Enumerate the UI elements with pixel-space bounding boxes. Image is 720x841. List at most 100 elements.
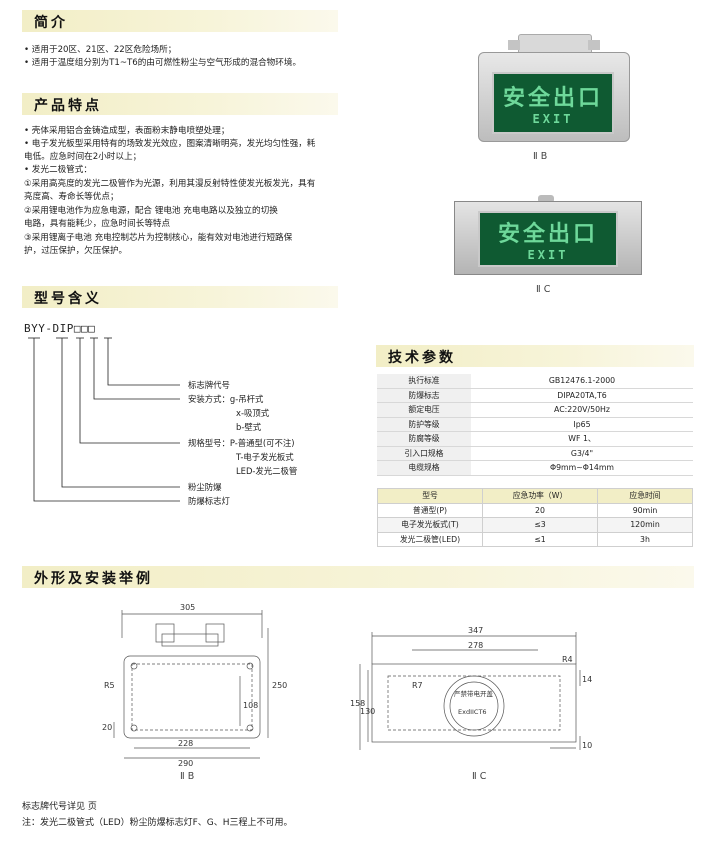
- footer-line-2: 注：发光二极管式（LED）粉尘防爆标志灯F、G、H三程上不可用。: [22, 818, 293, 828]
- model-label-dust: 粉尘防爆: [188, 482, 222, 492]
- section-spec-bar: 技术参数: [376, 345, 694, 367]
- spec-value: G3/4": [471, 446, 693, 461]
- spec-key: 防腐等级: [377, 431, 471, 447]
- model-code: BYY-DIP□□□: [24, 322, 96, 335]
- feature-line-4: • 发光二极管式：: [24, 165, 92, 175]
- drawing-caption-iib: Ⅱ B: [180, 771, 195, 782]
- spec-key: 防护等级: [377, 417, 471, 432]
- dim-b-228: 228: [178, 739, 193, 748]
- dim-b-r5: R5: [104, 681, 115, 690]
- dim-c-130: 130: [360, 707, 375, 716]
- intro-line-1: • 适用于20区、21区、22区危险场所；: [24, 45, 177, 55]
- power-cell: 20: [482, 502, 598, 518]
- dim-c-158: 158: [350, 699, 365, 708]
- spec-key: 电缆规格: [377, 460, 471, 476]
- dim-b-290: 290: [178, 759, 193, 768]
- dim-b-250: 250: [272, 681, 287, 690]
- feature-line-7: ②采用锂电池作为应急电源，配合 锂电池 充电电路以及独立的切换: [24, 206, 278, 216]
- drawing-caption-iic: Ⅱ C: [472, 771, 487, 782]
- power-table: 型号 应急功率（W） 应急时间 普通型(P) 20 90min 电子发光板式(T…: [377, 488, 693, 547]
- power-header-power: 应急功率（W）: [482, 488, 598, 504]
- lamp-iic-sign-en: EXIT: [527, 248, 569, 262]
- power-cell: 发光二极管(LED): [377, 531, 483, 547]
- section-install-title: 外形及安装举例: [34, 571, 153, 587]
- model-label-led: LED-发光二极管: [236, 466, 298, 476]
- feature-line-6: 亮度高、寿命长等优点；: [24, 192, 119, 202]
- feature-line-5: ①采用高亮度的发光二极管作为光源，利用其漫反射特性使发光板发光，具有: [24, 179, 316, 189]
- section-intro-bar: 简介: [22, 10, 338, 32]
- power-row: 发光二极管(LED) ≤1 3h: [377, 531, 693, 547]
- photo-lamp-iic: 安全出口 EXIT: [454, 195, 642, 275]
- spec-value: Φ9mm~Φ14mm: [471, 460, 693, 476]
- power-cell: 90min: [597, 502, 693, 518]
- lamp-iic-sign-cn: 安全出口: [497, 222, 598, 247]
- intro-line-2: • 适用于温度组分别为T1~T6的由可燃性粉尘与空气形成的混合物环境。: [24, 58, 302, 68]
- mark-c-warning: 严禁带电开盖: [454, 689, 494, 698]
- model-label-wall: b-壁式: [236, 422, 262, 432]
- power-cell: 3h: [597, 531, 693, 547]
- dim-c-10: 10: [582, 741, 592, 750]
- photo-lamp-iib: 安全出口 EXIT: [478, 30, 630, 142]
- dim-c-347: 347: [468, 626, 483, 635]
- power-row: 普通型(P) 20 90min: [377, 502, 693, 518]
- dim-c-14: 14: [582, 675, 592, 684]
- dim-c-278: 278: [468, 641, 483, 650]
- spec-value: WF 1、: [471, 431, 693, 447]
- feature-line-3: 电低。应急时间在2小时以上；: [24, 152, 142, 162]
- spec-value: Ip65: [471, 417, 693, 432]
- model-label-mount: 安装方式：g-吊杆式: [188, 394, 264, 404]
- section-intro-title: 简介: [34, 15, 68, 31]
- dim-b-20: 20: [102, 723, 112, 732]
- spec-key: 额定电压: [377, 402, 471, 418]
- power-header-model: 型号: [377, 488, 483, 504]
- section-spec-title: 技术参数: [388, 350, 456, 366]
- section-install-bar: 外形及安装举例: [22, 566, 694, 588]
- lamp-iib-sign-cn: 安全出口: [502, 86, 603, 111]
- power-cell: ≤3: [482, 517, 598, 533]
- section-features-title: 产品特点: [34, 98, 102, 114]
- power-cell: ≤1: [482, 531, 598, 547]
- model-label-spec: 规格型号：P-普通型(可不注): [188, 438, 295, 448]
- section-features-bar: 产品特点: [22, 93, 338, 115]
- spec-value: DIPA20TA,T6: [471, 388, 693, 403]
- model-label-el-panel: T-电子发光板式: [236, 452, 294, 462]
- power-cell: 电子发光板式(T): [377, 517, 483, 533]
- power-cell: 普通型(P): [377, 502, 483, 518]
- feature-line-9: ③采用锂离子电池 充电控制芯片为控制核心，能有效对电池进行短路保: [24, 233, 293, 243]
- spec-key: 防爆标志: [377, 388, 471, 403]
- section-model-bar: 型号含义: [22, 286, 338, 308]
- lamp-iic-sign: 安全出口 EXIT: [478, 211, 618, 267]
- lamp-iib-sign-en: EXIT: [532, 112, 574, 126]
- model-bracket-diagram: [28, 337, 180, 502]
- dim-b-305: 305: [180, 603, 195, 612]
- model-label-lamp: 防爆标志灯: [188, 496, 230, 506]
- photo-caption-iic: Ⅱ C: [536, 284, 551, 295]
- mark-c-exd: ExdIICT6: [458, 708, 487, 716]
- dim-b-108: 108: [243, 701, 258, 710]
- feature-line-8: 电路，具有能耗少，应急时间长等特点: [24, 219, 171, 229]
- spec-key: 引入口规格: [377, 446, 471, 461]
- model-label-sign-code: 标志牌代号: [188, 380, 230, 390]
- model-label-ceiling: x-吸顶式: [236, 408, 270, 418]
- feature-line-2: • 电子发光板型采用特有的场致发光效应，图案清晰明亮，发光均匀性强，耗: [24, 139, 316, 149]
- power-header-time: 应急时间: [597, 488, 693, 504]
- power-row: 电子发光板式(T) ≤3 120min: [377, 517, 693, 533]
- power-cell: 120min: [597, 517, 693, 533]
- drawing-iic: 347 278 158 130 R7 R4 14 10 严禁带电开盖 ExdII…: [350, 626, 592, 750]
- spec-key: 执行标准: [377, 374, 471, 389]
- power-header-row: 型号 应急功率（W） 应急时间: [377, 488, 693, 504]
- lamp-iic-top-knob: [538, 195, 554, 203]
- lamp-iib-conduit-left: [508, 40, 520, 50]
- spec-value: GB12476.1-2000: [471, 374, 693, 389]
- dim-c-r4: R4: [562, 655, 573, 664]
- spec-value: AC:220V/50Hz: [471, 402, 693, 418]
- feature-line-1: • 壳体采用铝合金铸造成型，表面粉末静电喷塑处理；: [24, 126, 230, 136]
- dim-c-r7: R7: [412, 681, 423, 690]
